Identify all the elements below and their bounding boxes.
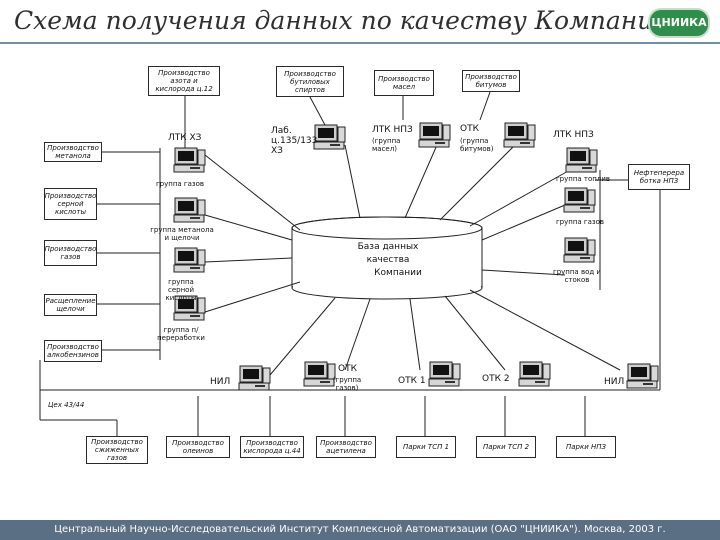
label-group-gases-left: группа газов [156,180,205,188]
box-alkali-splitting: Расщепление щелочи [44,294,97,316]
label-ltk-xz: ЛТК ХЗ [168,133,202,143]
footer-bar: Центральный Научно-Исследовательский Инс… [0,520,720,540]
box-nitrogen-oxygen: Производство азота и кислорода ц.12 [148,66,220,96]
box-acetylene: Производство ацетилена [316,436,376,458]
box-oils: Производство масел [374,70,434,96]
box-olefins: Производство олеинов [166,436,230,458]
database-label-1: База данных [357,242,419,252]
label-group-sulfuric: группа серной кислоты [165,278,197,302]
box-liquefied-gases: Производство сжиженных газов [86,436,148,464]
connection-lines [39,91,661,436]
label-gases-group: (группа газов) [332,376,362,392]
database-label-3: Компании [374,268,422,278]
database-label-2: качества [366,255,410,265]
logo-text: ЦНИИКА [651,16,707,29]
label-nil-right: НИЛ [604,377,625,387]
label-bitumens-group: (группа битумов) [460,137,494,153]
box-gases: Производство газов [44,240,97,266]
label-otk2: ОТК 2 [482,374,510,384]
label-shop-43-44: Цех 43/44 [48,401,85,409]
box-park-tsp2: Парки ТСП 2 [476,436,536,458]
box-bitumens: Производство битумов [462,70,520,92]
box-park-tsp1: Парки ТСП 1 [396,436,456,458]
label-ltk-npz-right: ЛТК НПЗ [553,130,594,140]
label-group-gases-right: группа газов [556,218,605,226]
title-divider [0,42,720,44]
label-group-water: группа вод и стоков [553,268,601,284]
box-sulfuric-acid: Производство серной кислоты [44,188,97,220]
label-ltk-npz-oils: ЛТК НПЗ [372,125,413,135]
label-oils-group: (группа масел) [372,137,401,153]
box-park-npz: Парки НПЗ [556,436,616,458]
label-otk1: ОТК 1 [398,376,426,386]
label-lab-135-133: Лаб. ц.135/133 ХЗ [271,126,318,156]
company-logo: ЦНИИКА [648,8,710,38]
page-title: Схема получения данных по качеству Компа… [14,6,670,35]
box-butyl-alcohols: Производство бутиловых спиртов [276,66,344,97]
label-group-fuels: группа топлив [556,175,611,183]
label-otk-bitumens: ОТК [460,124,479,134]
box-alkylbenzenes: Производство алкобензинов [44,340,102,362]
label-nil-left: НИЛ [210,377,231,387]
box-oxygen-c44: Производство кислорода ц.44 [240,436,304,458]
box-oil-refining-npz: Нефтеперера ботка НПЗ [628,164,690,190]
label-otk-gases: ОТК [338,364,357,374]
box-methanol: Производство метанола [44,142,102,162]
label-group-methanol: группа метанола и щелочи [150,226,214,242]
label-group-processing: группа п/переработки [157,326,205,342]
